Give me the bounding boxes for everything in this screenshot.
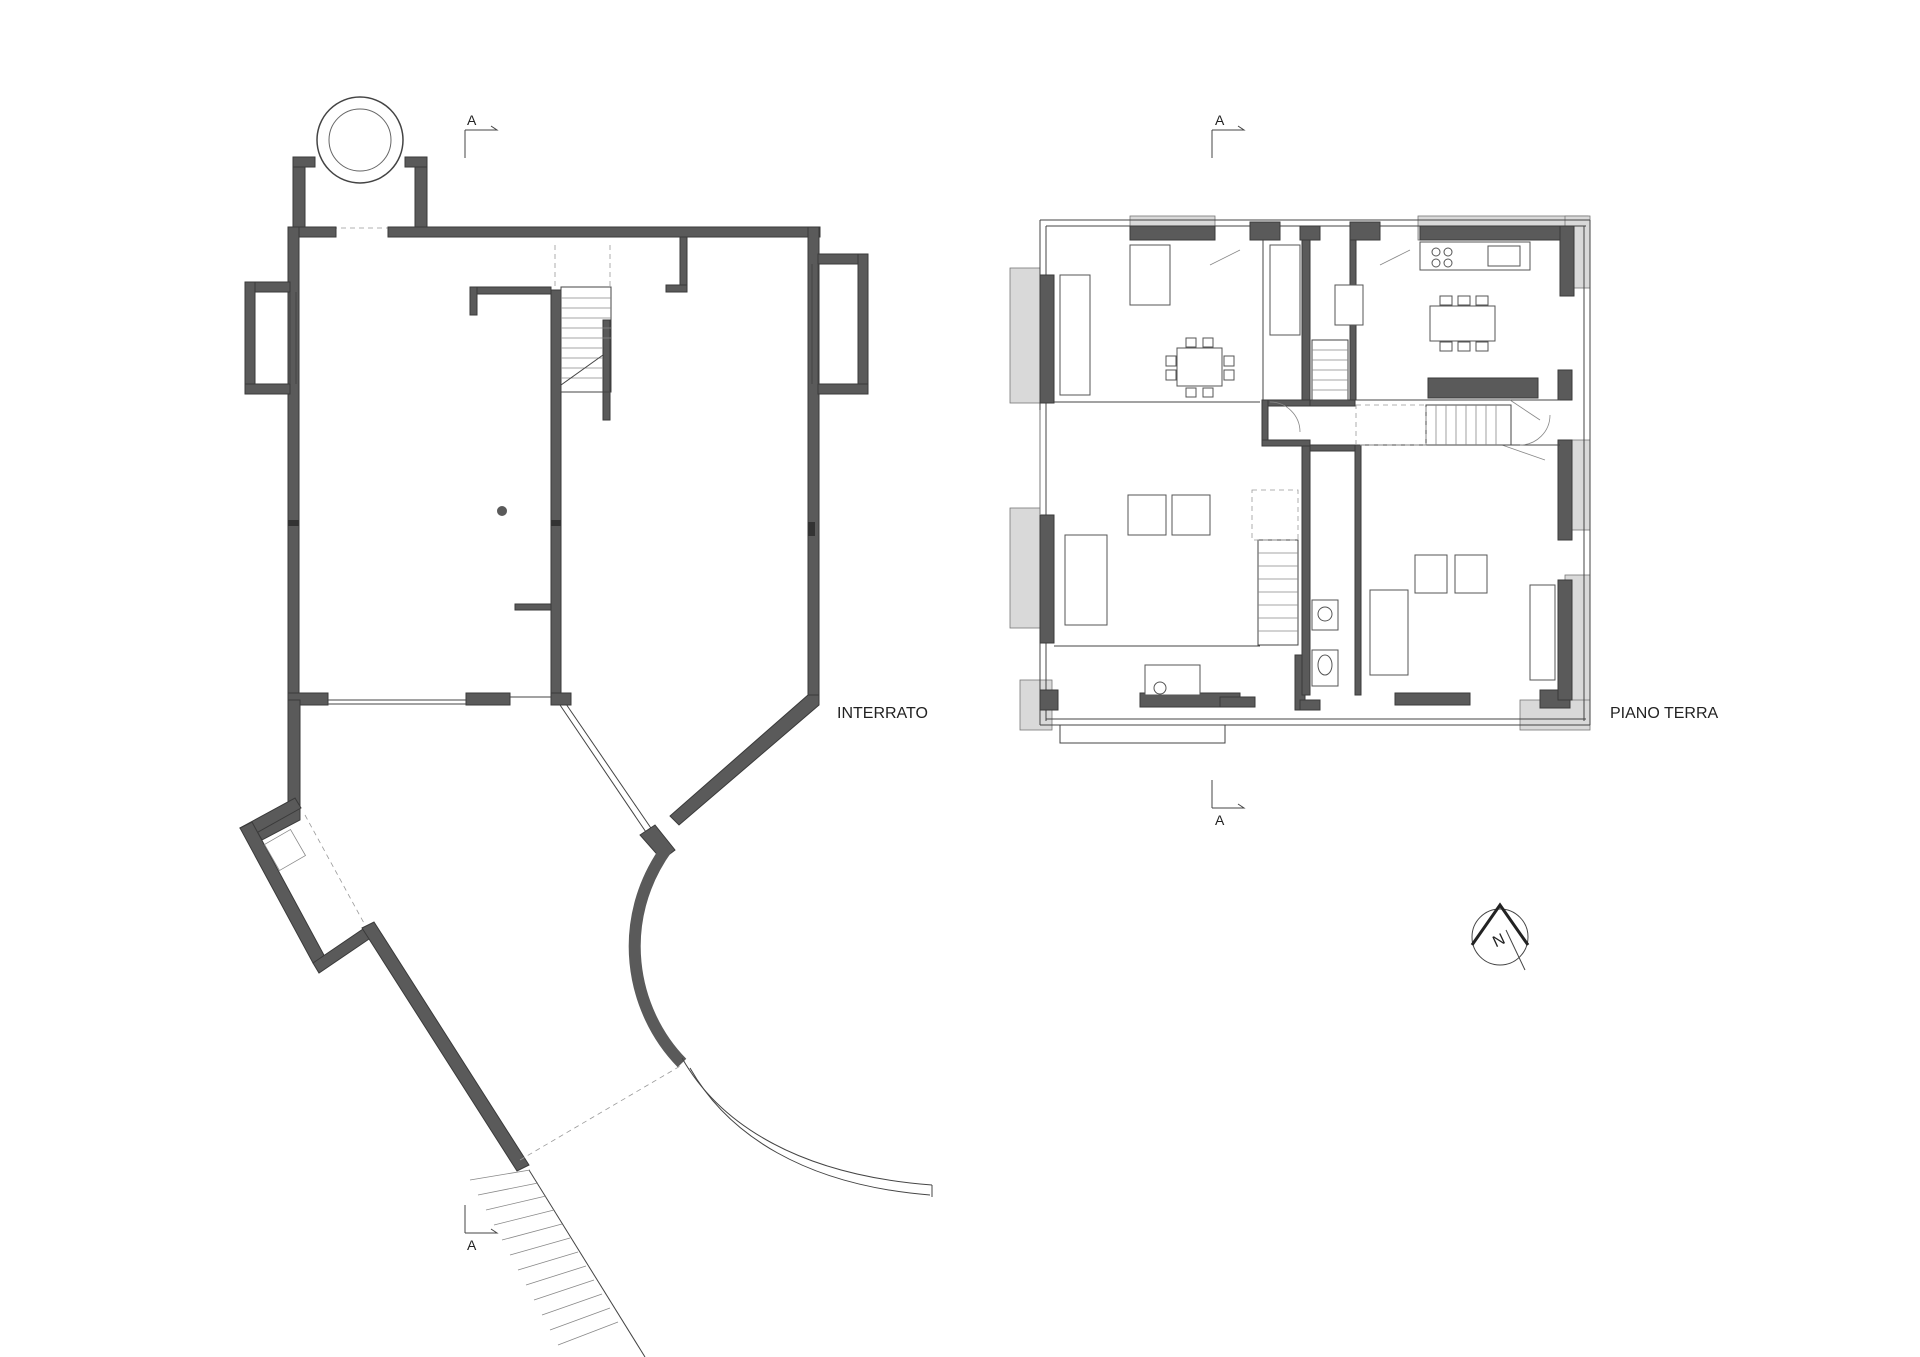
basement-stair <box>554 245 612 393</box>
ground-floor-plan <box>1009 215 1591 744</box>
section-mark-label: A <box>467 1237 477 1253</box>
section-mark-label: A <box>467 112 477 128</box>
shelf-north <box>1269 244 1301 336</box>
section-marker-basement-top: A <box>464 112 499 158</box>
basement-east-wall <box>807 226 820 698</box>
armchairs-west <box>1127 494 1211 536</box>
ground-floor-stair-main <box>1355 404 1512 446</box>
armchairs-east <box>1414 554 1488 594</box>
dining-table-west <box>1165 337 1235 398</box>
bench-west <box>1059 274 1091 396</box>
basement-column <box>497 506 507 516</box>
fireplace <box>1144 664 1201 696</box>
basement-plan <box>239 96 933 1357</box>
sideboard <box>1129 244 1171 306</box>
ground-floor-stair-west <box>1251 489 1299 646</box>
kitchen-table <box>1429 295 1496 352</box>
plan-label-basement: INTERRATO <box>837 705 928 722</box>
sofa-west <box>1064 534 1108 626</box>
cabinet-east <box>1529 584 1556 681</box>
round-tower <box>316 96 404 184</box>
section-mark-label: A <box>1215 112 1225 128</box>
section-marker-basement-bottom: A <box>464 1205 499 1253</box>
sofa-east <box>1369 589 1409 676</box>
ground-floor-stair-inner <box>1311 339 1349 401</box>
hob-icon <box>1431 247 1453 268</box>
section-mark-label: A <box>1215 812 1225 828</box>
terrace-step <box>1059 724 1226 744</box>
fridge <box>1334 284 1364 326</box>
bathroom-fixtures <box>1311 599 1339 687</box>
exterior-stair <box>469 1169 646 1357</box>
north-letter: N <box>1490 931 1508 951</box>
section-marker-ground-top: A <box>1211 112 1246 158</box>
plan-label-ground-floor: PIANO TERRA <box>1610 705 1719 722</box>
north-arrow-icon: N <box>1470 902 1530 971</box>
section-marker-ground-bottom: A <box>1211 780 1246 828</box>
